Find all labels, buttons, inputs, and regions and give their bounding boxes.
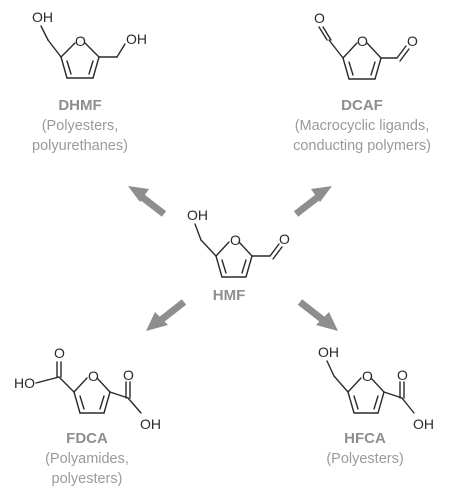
fdca-hydroxyl-right-label: OH <box>140 416 161 432</box>
hmf-ring-bond <box>238 241 253 257</box>
fdca-bond <box>109 391 129 399</box>
hmf-double-bond <box>221 259 227 274</box>
fdca-molecule: O HO O O OH <box>14 345 161 432</box>
hmf-bond <box>200 239 217 257</box>
hmf-bond <box>194 223 202 241</box>
fdca-bond <box>35 376 60 384</box>
fdca-bond <box>127 397 142 414</box>
fdca-desc-line1: (Polyamides, <box>45 451 129 467</box>
dhmf-ring-oxygen-label: O <box>75 33 86 49</box>
hmf-ring-oxygen-label: O <box>230 232 241 248</box>
hfca-bond <box>401 397 415 414</box>
dhmf-hydroxyl-left-label: OH <box>32 9 53 25</box>
hfca-ring-bond <box>347 391 355 414</box>
dhmf-molecule: OH O OH <box>32 9 147 79</box>
dhmf-ring-bond <box>60 42 76 58</box>
hmf-hydroxyl-label: OH <box>187 207 208 223</box>
dcaf-ring-bond <box>342 57 350 80</box>
dhmf-ring-bond <box>60 56 68 79</box>
dcaf-ring-bond <box>374 57 382 80</box>
dhmf-bond <box>47 39 62 58</box>
dcaf-ring-oxygen-label: O <box>357 33 368 49</box>
fdca-hydroxyl-left-label: HO <box>14 375 35 391</box>
dcaf-carbonyl-bond <box>322 26 332 41</box>
fdca-double-bond <box>79 395 85 410</box>
hfca-bond <box>326 360 335 377</box>
dcaf-name: DCAF <box>341 97 383 114</box>
hmf-carbonyl-label: O <box>279 231 290 247</box>
dcaf-molecule: O O O <box>314 10 418 80</box>
fdca-desc-line2: polyesters) <box>52 471 123 487</box>
hmf-molecule: OH O O <box>187 207 290 278</box>
hfca-ring-bond <box>370 377 385 393</box>
fdca-ring-bond <box>73 377 88 393</box>
fdca-ring-bond <box>103 391 111 414</box>
hmf-carbonyl-bond <box>272 246 283 260</box>
hfca-ring-bond <box>347 377 362 393</box>
dcaf-carbonyl-bond <box>396 45 407 59</box>
arrow-to-dcaf <box>293 186 332 217</box>
dhmf-double-bond <box>66 60 72 75</box>
dcaf-carbonyl-left-label: O <box>314 10 325 26</box>
hfca-bond <box>383 391 403 399</box>
hmf-ring-bond <box>215 255 223 278</box>
hmf-carbonyl-bond <box>269 243 280 257</box>
hfca-ring-oxygen-label: O <box>362 368 373 384</box>
hfca-bond <box>333 375 349 393</box>
hfca-molecule: OH O O OH <box>318 344 434 432</box>
hfca-acid-hydroxyl-label: OH <box>413 416 434 432</box>
dhmf-bond <box>116 43 126 58</box>
arrow-to-dhmf <box>128 186 167 217</box>
hfca-carbonyl-label: O <box>397 367 408 383</box>
arrow-to-hfca <box>297 299 338 331</box>
dcaf-ring-bond <box>366 42 382 59</box>
dcaf-carbonyl-bond <box>318 26 328 41</box>
hmf-name: HMF <box>213 287 246 304</box>
dcaf-desc-line1: (Macrocyclic ligands, <box>295 118 430 134</box>
dhmf-desc-line2: polyurethanes) <box>32 138 128 154</box>
dcaf-double-bond <box>348 61 354 76</box>
fdca-bond <box>58 376 75 393</box>
dcaf-desc-line2: conducting polymers) <box>293 138 431 154</box>
dhmf-ring-bond <box>92 56 100 79</box>
fdca-carbonyl-right-label: O <box>123 367 134 383</box>
arrow-to-fdca <box>146 299 187 331</box>
fdca-double-bond <box>99 395 105 410</box>
dhmf-bond <box>40 25 49 41</box>
hfca-hydroxyl-label: OH <box>318 344 339 360</box>
fdca-carbonyl-left-label: O <box>54 345 65 361</box>
hfca-double-bond <box>353 395 359 410</box>
fdca-ring-bond <box>96 377 111 393</box>
hfca-name: HFCA <box>344 430 386 447</box>
hfca-desc-line1: (Polyesters) <box>326 451 403 467</box>
fdca-name: FDCA <box>66 430 108 447</box>
fdca-ring-bond <box>73 391 81 414</box>
dcaf-carbonyl-bond <box>399 48 410 62</box>
hmf-ring-bond <box>215 241 230 257</box>
dhmf-desc-line1: (Polyesters, <box>42 118 119 134</box>
dhmf-name: DHMF <box>58 97 101 114</box>
dcaf-ring-bond <box>342 42 358 59</box>
dcaf-carbonyl-right-label: O <box>407 33 418 49</box>
dhmf-ring-bond <box>84 42 100 58</box>
dhmf-double-bond <box>88 60 94 75</box>
dcaf-double-bond <box>370 61 376 76</box>
hmf-ring-bond <box>245 255 253 278</box>
dcaf-bond <box>328 39 344 59</box>
fdca-ring-oxygen-label: O <box>88 368 99 384</box>
dhmf-hydroxyl-right-label: OH <box>126 31 147 47</box>
hfca-ring-bond <box>377 391 385 414</box>
hmf-double-bond <box>241 259 247 274</box>
hfca-double-bond <box>373 395 379 410</box>
